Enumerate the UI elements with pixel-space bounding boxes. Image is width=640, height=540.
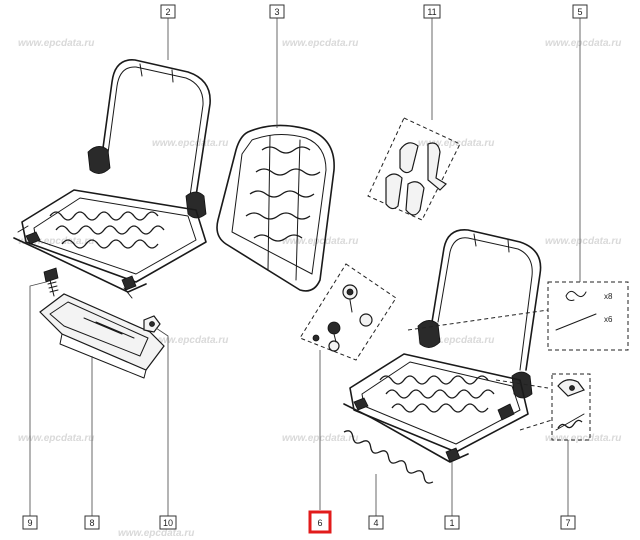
watermark: www.epcdata.ru [282,236,358,247]
callout-2[interactable]: 2 [160,4,176,19]
watermark: www.epcdata.ru [282,38,358,49]
callout-label: 10 [163,518,173,528]
callout-9[interactable]: 9 [22,515,38,530]
watermark: www.epcdata.ru [545,38,621,49]
nut[interactable] [143,315,161,333]
callout-4[interactable]: 4 [368,515,384,530]
callout-label: 7 [565,518,570,528]
callout-label: 6 [317,518,322,528]
leader-lines [29,18,581,516]
callout-label: 2 [165,7,170,17]
callout-8[interactable]: 8 [84,515,100,530]
bolt[interactable] [43,267,59,297]
watermark: www.epcdata.ru [152,335,228,346]
callout-label: 1 [449,518,454,528]
callout-label: 4 [373,518,378,528]
loose-spring[interactable] [337,430,440,485]
callout-label: 11 [427,7,436,17]
callout-11[interactable]: 11 [423,4,441,19]
clip-quantity: x8 [604,292,613,301]
callout-10[interactable]: 10 [159,515,177,530]
callout-label: 3 [274,7,279,17]
watermark: www.epcdata.ru [418,138,494,149]
callout-label: 9 [27,518,32,528]
watermark: www.epcdata.ru [152,138,228,149]
callout-1[interactable]: 1 [444,515,460,530]
watermark: www.epcdata.ru [118,528,194,539]
watermark: www.epcdata.ru [418,335,494,346]
callout-3[interactable]: 3 [269,4,285,19]
buckle-spring-set[interactable] [551,373,591,441]
seat-frame-right[interactable] [343,229,553,463]
watermark: www.epcdata.ru [18,38,94,49]
clip-and-pin-kit[interactable]: x8 x6 [547,281,629,351]
storage-tray[interactable] [39,293,165,379]
pivot-knob-set[interactable] [299,263,397,361]
callout-7[interactable]: 7 [560,515,576,530]
callout-5[interactable]: 5 [572,4,588,19]
seat-frame-left[interactable] [13,59,211,299]
watermark: www.epcdata.ru [545,236,621,247]
watermark: www.epcdata.ru [18,433,94,444]
pin-quantity: x6 [604,315,613,324]
watermark: www.epcdata.ru [18,236,94,247]
callout-label: 8 [89,518,94,528]
callout-6[interactable]: 6 [308,510,332,534]
callout-label: 5 [577,7,582,17]
backrest-spring-mat[interactable] [216,124,335,292]
bracket-set[interactable] [367,117,461,221]
watermark: www.epcdata.ru [545,433,621,444]
